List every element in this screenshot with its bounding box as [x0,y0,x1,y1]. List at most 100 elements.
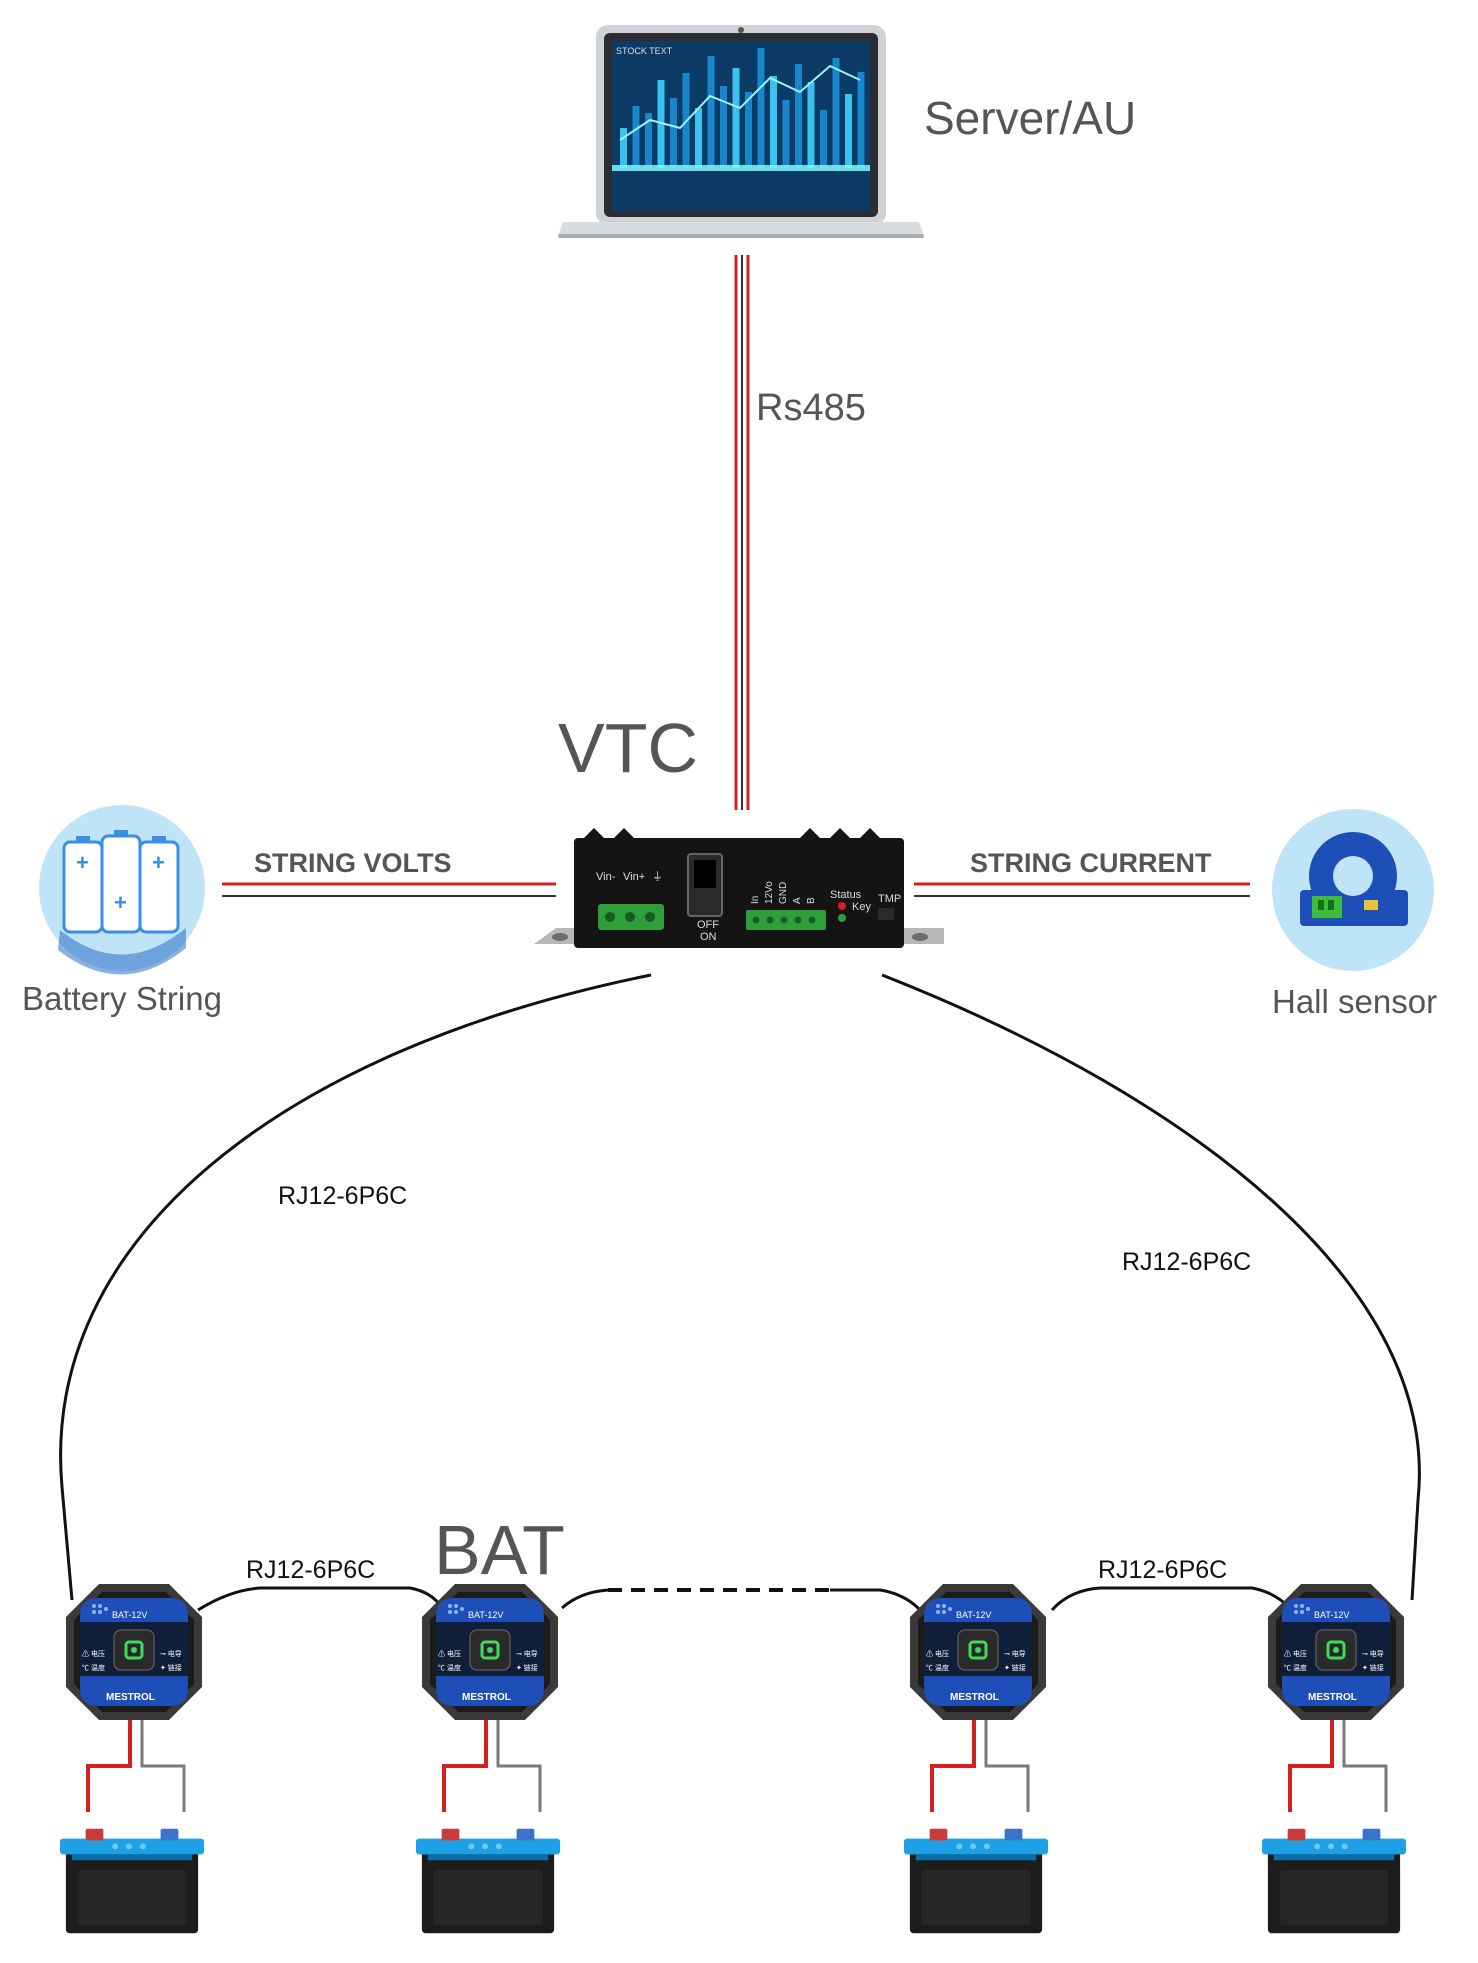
screen-bar [645,113,652,168]
car-battery-icon [1261,1828,1407,1934]
screen-bar [770,76,777,168]
battery-string-icon: + + + [39,805,205,975]
screen-bar [620,128,627,168]
rs485-cable [734,255,750,810]
screen-bar [757,48,765,168]
rj12-cable-left [59,973,652,1601]
laptop-icon: STOCK TEXT [558,25,924,238]
module-left-line-2: ℃ 温度 [1284,1663,1307,1672]
rj12-chain-3-entry [830,1588,924,1614]
screen-bar [857,72,865,168]
module-model: BAT-12V [956,1610,991,1620]
screen-trend-line [619,64,861,141]
bat-monitor-module: BAT-12V MESTROL ⚠ 电压 ℃ 温度 ⊸ 电导 ✦ 链接 [1266,1582,1406,1722]
screen-bar [782,100,790,168]
red-sense-wire [86,1720,132,1812]
rj12-cable-right [881,973,1421,1601]
module-right-line-2: ✦ 链接 [1362,1663,1384,1672]
terminal-label: A [792,897,803,904]
screen-bar [695,108,702,168]
car-battery-icon [903,1828,1049,1934]
string-volts-label: STRING VOLTS [254,848,452,878]
terminal-label: GND [778,882,789,904]
vin-plus-label: Vin+ [623,871,645,883]
bat-label: BAT [434,1511,565,1589]
battery-string-label: Battery String [22,980,222,1017]
screen-bar [795,64,802,168]
red-sense-wire [930,1720,976,1812]
module-right-line-2: ✦ 链接 [516,1663,538,1672]
screen-bar [732,68,740,168]
screen-bar [820,110,827,168]
module-right-line-1: ⊸ 电导 [1004,1649,1026,1658]
screen-bar [720,86,727,168]
tmp-label: TMP [878,893,901,905]
laptop-screen-title: STOCK TEXT [616,46,673,56]
string-current-cable [914,882,1250,897]
svg-text:+: + [114,890,127,915]
screen-bar [707,56,715,168]
rj-bottom-left-label: RJ12-6P6C [246,1556,375,1584]
svg-text:+: + [76,850,89,875]
module-left-line-1: ⚠ 电压 [926,1649,949,1658]
module-left-line-2: ℃ 温度 [926,1663,949,1672]
screen-bar [745,92,752,168]
screen-bar [657,80,665,168]
ground-label: ⏚ [652,870,663,883]
gray-sense-wire [1342,1720,1388,1812]
rj12-chain-1-2 [197,1586,444,1612]
module-model: BAT-12V [468,1610,503,1620]
module-left-line-2: ℃ 温度 [82,1663,105,1672]
rj12-chain-3-4 [1050,1586,1292,1612]
rs485-label: Rs485 [756,387,866,429]
rj-left-label: RJ12-6P6C [278,1182,407,1210]
screen-bar [632,106,640,168]
module-model: BAT-12V [1314,1610,1349,1620]
battery-unit: BAT-12V MESTROL ⚠ 电压 ℃ 温度 ⊸ 电导 ✦ 链接 [903,1582,1049,1934]
module-model: BAT-12V [112,1610,147,1620]
screen-bar [670,98,677,168]
module-right-line-2: ✦ 链接 [160,1663,182,1672]
module-brand: MESTROL [950,1692,999,1703]
red-sense-wire [442,1720,488,1812]
module-brand: MESTROL [106,1692,155,1703]
red-sense-wire [1288,1720,1334,1812]
module-left-line-1: ⚠ 电压 [438,1649,461,1658]
hall-sensor-icon [1272,809,1434,971]
module-brand: MESTROL [462,1692,511,1703]
string-volts-cable [222,882,556,897]
status-led [838,902,846,910]
svg-text:+: + [152,850,165,875]
tmp-port [878,908,894,920]
bat-monitor-module: BAT-12V MESTROL ⚠ 电压 ℃ 温度 ⊸ 电导 ✦ 链接 [908,1582,1048,1722]
module-right-line-1: ⊸ 电导 [1362,1649,1384,1658]
rj-bottom-right-label: RJ12-6P6C [1098,1556,1227,1584]
vtc-label: VTC [558,709,698,787]
battery-units: BAT-12V MESTROL ⚠ 电压 ℃ 温度 ⊸ 电导 ✦ 链接 BAT-12V MES… [59,1582,1407,1934]
key-led [838,914,846,922]
hall-sensor-label: Hall sensor [1272,983,1437,1020]
module-left-line-1: ⚠ 电压 [82,1649,105,1658]
rj-right-label: RJ12-6P6C [1122,1248,1251,1276]
switch-off-label: OFF [697,919,719,931]
gray-sense-wire [140,1720,186,1812]
module-right-line-2: ✦ 链接 [1004,1663,1026,1672]
terminal-label: In [750,896,761,904]
screen-bar [832,58,840,168]
gray-sense-wire [984,1720,1030,1812]
server-label: Server/AU [924,92,1136,144]
module-brand: MESTROL [1308,1692,1357,1703]
car-battery-icon [415,1828,561,1934]
module-right-line-1: ⊸ 电导 [516,1649,538,1658]
module-left-line-1: ⚠ 电压 [1284,1649,1307,1658]
car-battery-icon [59,1828,205,1934]
gray-sense-wire [496,1720,542,1812]
vin-minus-label: Vin- [596,871,616,883]
battery-unit: BAT-12V MESTROL ⚠ 电压 ℃ 温度 ⊸ 电导 ✦ 链接 [1261,1582,1407,1934]
switch-on-label: ON [700,931,717,943]
